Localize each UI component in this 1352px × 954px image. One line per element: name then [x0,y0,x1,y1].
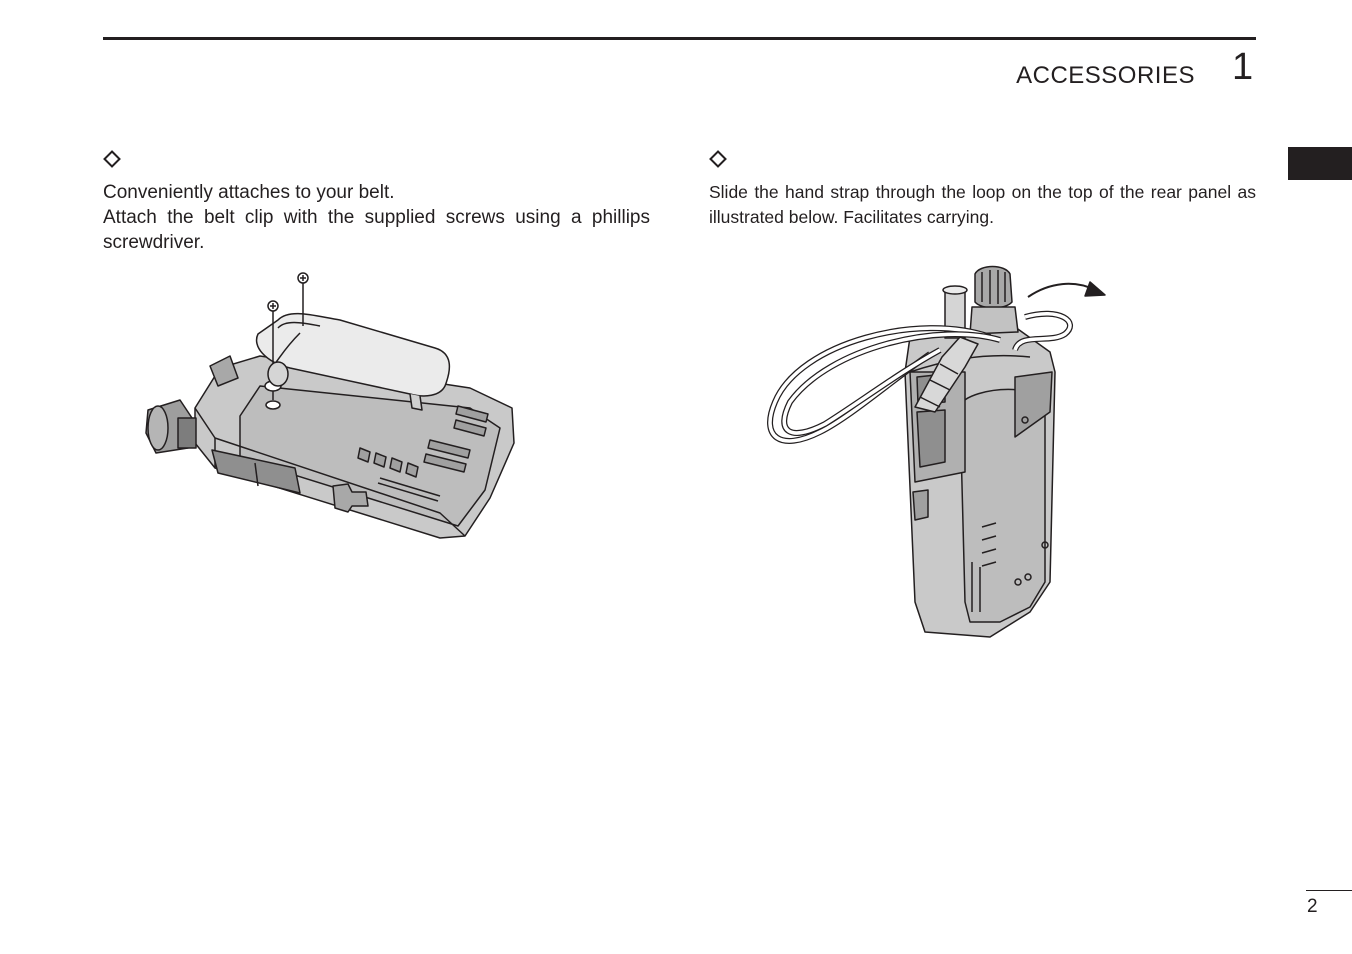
belt-clip-attachment-illustration [145,272,515,539]
page-number: 2 [1307,896,1318,917]
hand-strap-illustration [767,265,1106,638]
chapter-number: 1 [1232,46,1254,88]
hand-strap-description: Slide the hand strap through the loop on… [709,180,1256,230]
belt-clip-intro: Conveniently attaches to your belt. [103,182,395,203]
chapter-tab-marker [1288,147,1352,180]
diamond-outline-icon [103,150,121,168]
hand-strap-instructions: Slide the hand strap through the loop on… [709,182,1256,227]
chapter-title: ACCESSORIES [1016,62,1195,89]
footer-rule [1306,890,1352,891]
diamond-outline-icon [709,150,727,168]
belt-clip-description: Conveniently attaches to your belt. Atta… [103,180,650,255]
header-rule [103,37,1256,40]
belt-clip-instructions: Attach the belt clip with the supplied s… [103,207,650,253]
